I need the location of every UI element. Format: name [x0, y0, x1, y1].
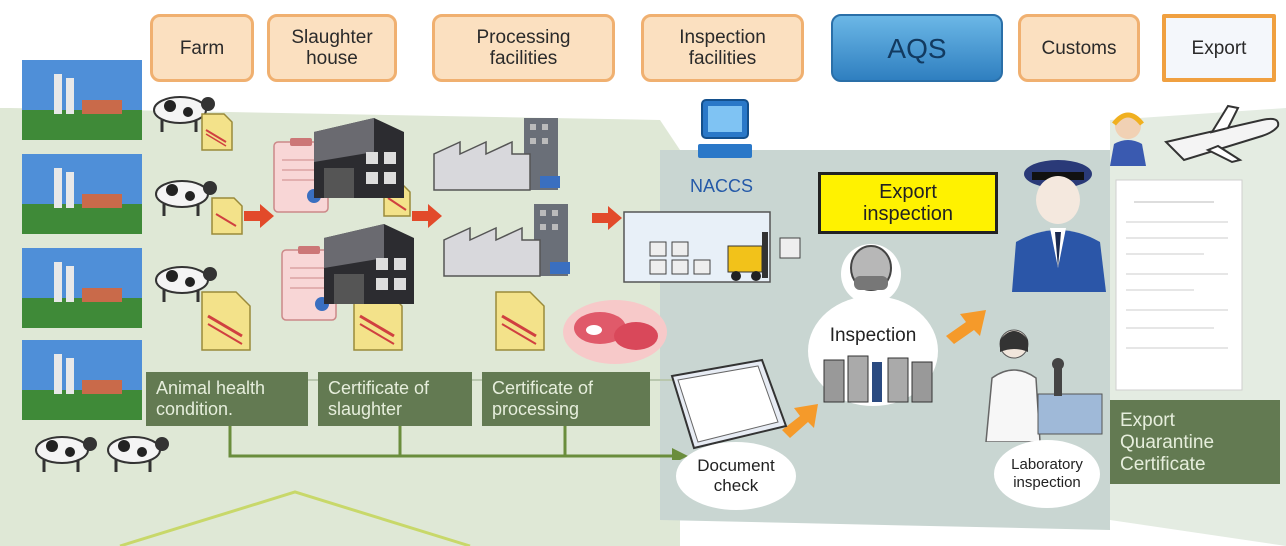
- farm-photo-2: [22, 154, 142, 234]
- inspection-label: Inspection: [829, 325, 917, 346]
- farm-photo-1: [22, 60, 142, 140]
- header-slaughter-house: Slaughter house: [267, 14, 397, 82]
- label-export-quarantine-certificate: Export Quarantine Certificate: [1110, 400, 1280, 484]
- cow-icon: [35, 436, 97, 472]
- factory-icon: [433, 118, 560, 191]
- laboratory-inspection-step: Laboratory inspection: [994, 440, 1100, 508]
- cartons-icon: [823, 355, 933, 403]
- cow-icon: [155, 180, 217, 216]
- animal-health-text: Animal health condition.: [156, 378, 266, 419]
- certificate-document-icon: [1115, 179, 1243, 391]
- header-aqs-label: AQS: [887, 32, 947, 64]
- export-inspection-label: Export inspection: [862, 181, 954, 225]
- header-processing-label: Processing facilities: [476, 27, 571, 69]
- farm-photo-3: [22, 248, 142, 328]
- header-customs-label: Customs: [1041, 37, 1117, 59]
- factory-icon: [443, 204, 570, 277]
- header-customs: Customs: [1018, 14, 1140, 82]
- document-icon: [201, 291, 251, 351]
- operator-icon: [1110, 112, 1146, 166]
- label-certificate-of-processing: Certificate of processing: [482, 372, 650, 426]
- arrow-up-right-icon: [782, 404, 818, 438]
- quarantine-cert-text: Export Quarantine Certificate: [1120, 410, 1215, 475]
- document-icon: [211, 197, 243, 235]
- arrow-up-right-icon: [946, 310, 986, 344]
- clipboard-icon: [281, 246, 337, 321]
- header-export: Export: [1162, 14, 1276, 82]
- folder-icon: [670, 358, 788, 450]
- arrow-right-icon: [592, 206, 622, 230]
- slaughterhouse-building-icon: [314, 118, 404, 198]
- header-aqs: AQS: [831, 14, 1003, 82]
- officer-icon: [1012, 160, 1106, 292]
- processing-cert-text: Certificate of processing: [492, 378, 594, 419]
- document-icon: [495, 291, 545, 351]
- inspector-head-icon: [841, 244, 901, 304]
- header-export-label: Export: [1191, 37, 1247, 59]
- flow-line: [228, 426, 688, 460]
- slaughter-cert-text: Certificate of slaughter: [328, 378, 430, 419]
- header-slaughter-label: Slaughter house: [291, 27, 373, 69]
- meat-icon: [563, 300, 667, 364]
- scientist-icon: [985, 329, 1103, 442]
- export-inspection-box: Export inspection: [818, 172, 998, 234]
- farm-photo-4: [22, 340, 142, 420]
- cow-icon: [153, 96, 215, 132]
- label-animal-health-condition: Animal health condition.: [146, 372, 308, 426]
- computer-icon: [698, 99, 752, 158]
- document-check-label: Document check: [697, 456, 775, 495]
- document-check-step: Document check: [676, 442, 796, 510]
- warehouse-icon: [623, 211, 801, 283]
- header-farm: Farm: [150, 14, 254, 82]
- header-inspection-label: Inspection facilities: [679, 27, 766, 69]
- arrow-right-icon: [412, 204, 442, 228]
- label-certificate-of-slaughter: Certificate of slaughter: [318, 372, 472, 426]
- document-icon: [201, 113, 233, 151]
- naccs-label: NACCS: [690, 176, 754, 196]
- arrow-right-icon: [244, 204, 274, 228]
- slaughterhouse-building-icon: [324, 224, 414, 304]
- cow-icon: [155, 266, 217, 302]
- laboratory-label: Laboratory inspection: [1011, 456, 1083, 491]
- cow-icon: [107, 436, 169, 472]
- airplane-icon: [1164, 104, 1280, 164]
- header-farm-label: Farm: [179, 37, 225, 59]
- header-inspection-facilities: Inspection facilities: [641, 14, 804, 82]
- header-processing-facilities: Processing facilities: [432, 14, 615, 82]
